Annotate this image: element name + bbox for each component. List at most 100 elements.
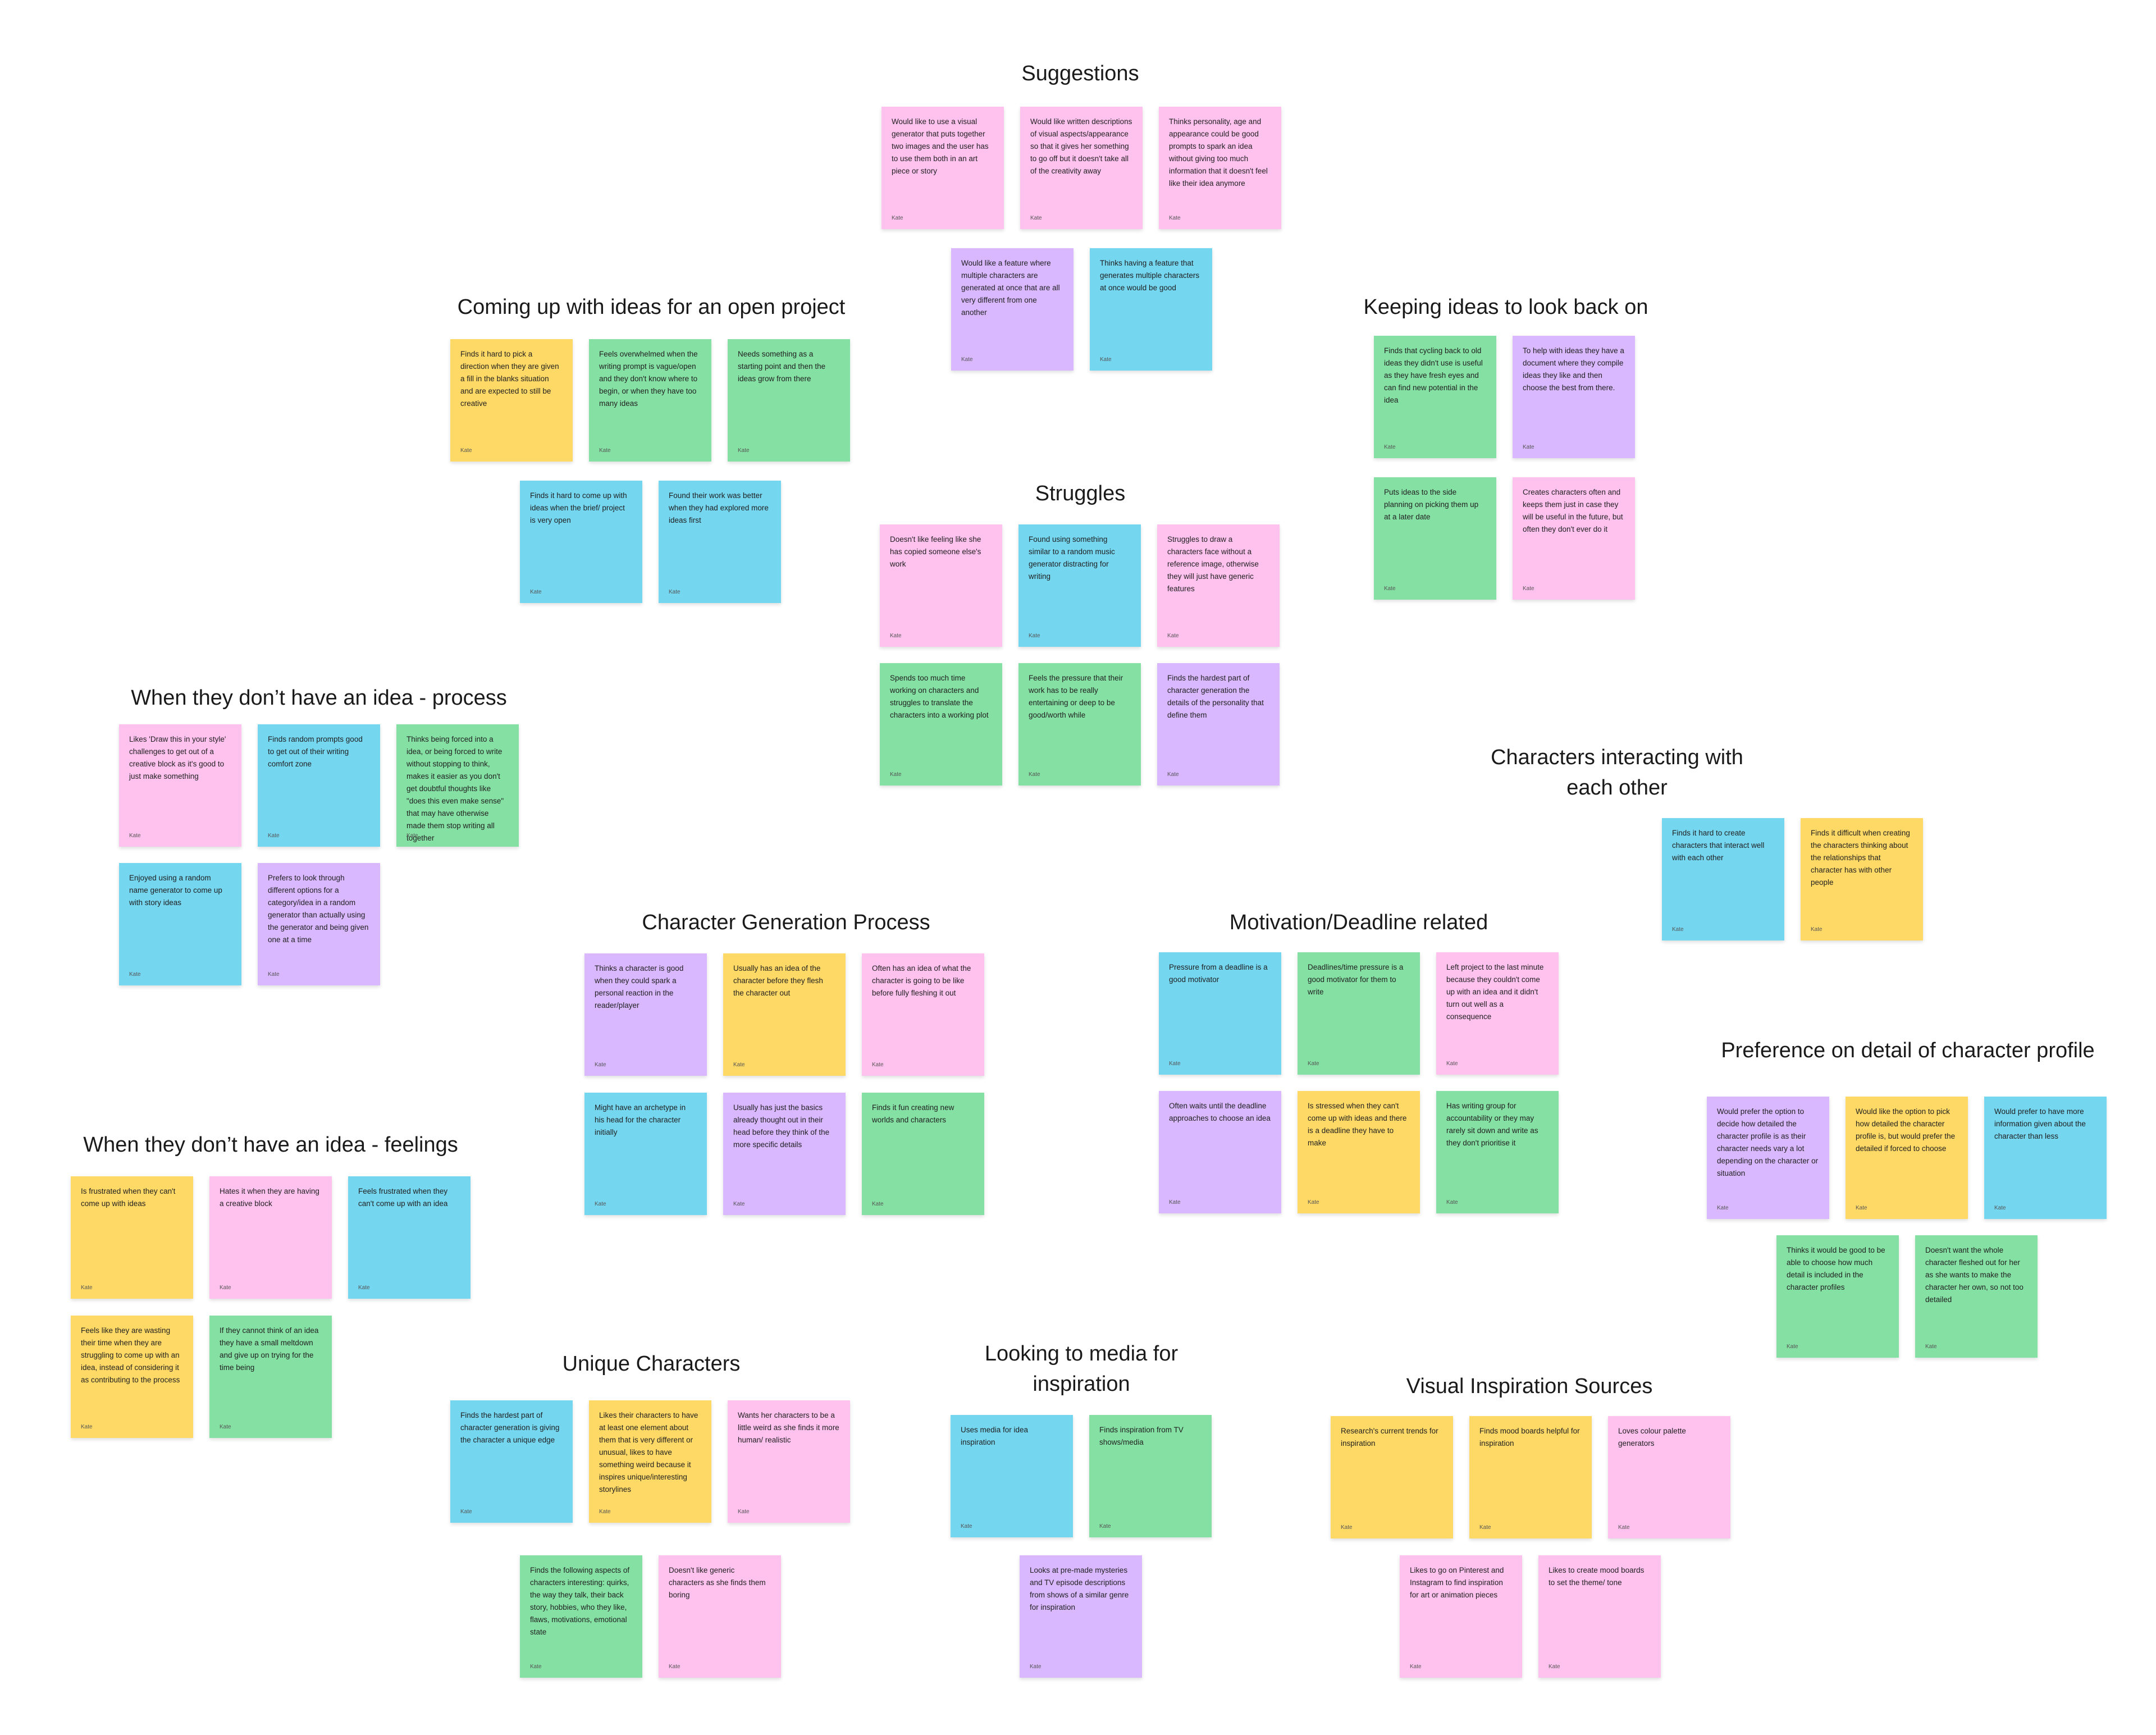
- sticky-note-text: Feels overwhelmed when the writing promp…: [599, 350, 698, 408]
- sticky-note[interactable]: Finds it hard to pick a direction when t…: [450, 339, 573, 462]
- sticky-note-text: Doesn't like generic characters as she f…: [669, 1566, 766, 1599]
- sticky-note[interactable]: If they cannot think of an idea they hav…: [209, 1316, 332, 1438]
- sticky-note-author: Kate: [961, 357, 973, 363]
- sticky-note-author: Kate: [129, 833, 141, 839]
- sticky-note[interactable]: Finds the hardest part of character gene…: [1157, 663, 1280, 786]
- sticky-note[interactable]: Thinks having a feature that generates m…: [1090, 248, 1212, 371]
- sticky-note[interactable]: Finds random prompts good to get out of …: [258, 724, 380, 847]
- sticky-note[interactable]: Research's current trends for inspiratio…: [1331, 1416, 1453, 1538]
- sticky-note[interactable]: Creates characters often and keeps them …: [1513, 477, 1635, 600]
- sticky-note[interactable]: Likes to create mood boards to set the t…: [1538, 1555, 1661, 1678]
- group-title-unique-characters: Unique Characters: [562, 1352, 741, 1376]
- sticky-note[interactable]: Feels overwhelmed when the writing promp…: [589, 339, 711, 462]
- group-title-characters-interacting-with-each-other: Characters interacting with each other: [1491, 746, 1743, 800]
- sticky-note-text: Left project to the last minute because …: [1446, 963, 1544, 1021]
- sticky-note-author: Kate: [1030, 1664, 1042, 1670]
- sticky-note[interactable]: Feels like they are wasting their time w…: [71, 1316, 193, 1438]
- sticky-note[interactable]: Struggles to draw a characters face with…: [1157, 524, 1280, 647]
- sticky-note[interactable]: Looks at pre-made mysteries and TV episo…: [1020, 1555, 1142, 1678]
- sticky-note[interactable]: Found using something similar to a rando…: [1018, 524, 1141, 647]
- sticky-note-text: Finds it hard to create characters that …: [1672, 829, 1765, 862]
- sticky-note[interactable]: Finds mood boards helpful for inspiratio…: [1469, 1416, 1592, 1538]
- sticky-note[interactable]: Would like written descriptions of visua…: [1020, 107, 1143, 229]
- sticky-note[interactable]: Likes to go on Pinterest and Instagram t…: [1400, 1555, 1522, 1678]
- sticky-note[interactable]: Finds it hard to come up with ideas when…: [520, 481, 642, 603]
- sticky-note-text: Finds that cycling back to old ideas the…: [1384, 346, 1483, 404]
- sticky-note[interactable]: Deadlines/time pressure is a good motiva…: [1298, 952, 1420, 1075]
- sticky-note-author: Kate: [1384, 444, 1396, 450]
- sticky-note[interactable]: Would like to use a visual generator tha…: [881, 107, 1004, 229]
- sticky-note[interactable]: Feels frustrated when they can't come up…: [348, 1176, 471, 1299]
- sticky-note[interactable]: Would prefer the option to decide how de…: [1707, 1097, 1829, 1219]
- sticky-note[interactable]: Pressure from a deadline is a good motiv…: [1159, 952, 1281, 1075]
- group-title-looking-to-media-for-inspiration: Looking to media for inspiration: [984, 1342, 1179, 1396]
- sticky-note-text: Would prefer to have more information gi…: [1994, 1107, 2086, 1140]
- sticky-note-author: Kate: [460, 448, 472, 454]
- sticky-note[interactable]: Enjoyed using a random name generator to…: [119, 863, 241, 985]
- sticky-note[interactable]: Finds it fun creating new worlds and cha…: [862, 1093, 984, 1215]
- sticky-note-text: Finds it hard to pick a direction when t…: [460, 350, 559, 408]
- sticky-note[interactable]: Thinks being forced into a idea, or bein…: [396, 724, 519, 847]
- sticky-note-author: Kate: [1167, 771, 1179, 778]
- sticky-note[interactable]: Thinks it would be good to be able to ch…: [1776, 1235, 1899, 1358]
- sticky-note[interactable]: Found their work was better when they ha…: [659, 481, 781, 603]
- sticky-note-author: Kate: [595, 1201, 606, 1207]
- sticky-note[interactable]: Wants her characters to be a little weir…: [728, 1400, 850, 1523]
- sticky-note[interactable]: Needs something as a starting point and …: [728, 339, 850, 462]
- group-title-character-generation-process: Character Generation Process: [642, 911, 930, 934]
- sticky-note-text: Needs something as a starting point and …: [738, 350, 826, 383]
- sticky-note[interactable]: To help with ideas they have a document …: [1513, 336, 1635, 458]
- sticky-note-text: Wants her characters to be a little weir…: [738, 1411, 839, 1444]
- sticky-note[interactable]: Thinks personality, age and appearance c…: [1159, 107, 1281, 229]
- sticky-note[interactable]: Is stressed when they can't come up with…: [1298, 1091, 1420, 1213]
- sticky-note[interactable]: Finds it difficult when creating the cha…: [1801, 818, 1923, 940]
- sticky-note-author: Kate: [268, 971, 280, 978]
- sticky-note[interactable]: Doesn't like generic characters as she f…: [659, 1555, 781, 1678]
- sticky-note[interactable]: Has writing group for accountability or …: [1436, 1091, 1559, 1213]
- sticky-note[interactable]: Puts ideas to the side planning on picki…: [1374, 477, 1496, 600]
- sticky-note[interactable]: Finds it hard to create characters that …: [1662, 818, 1784, 940]
- sticky-note-author: Kate: [1029, 633, 1040, 639]
- sticky-note[interactable]: Hates it when they are having a creative…: [209, 1176, 332, 1299]
- sticky-note-author: Kate: [129, 971, 141, 978]
- sticky-note-text: Likes their characters to have at least …: [599, 1411, 698, 1494]
- sticky-note[interactable]: Prefers to look through different option…: [258, 863, 380, 985]
- sticky-note[interactable]: Feels the pressure that their work has t…: [1018, 663, 1141, 786]
- sticky-note-text: Thinks personality, age and appearance c…: [1169, 117, 1268, 188]
- sticky-note-author: Kate: [1672, 926, 1684, 933]
- sticky-note[interactable]: Finds the following aspects of character…: [520, 1555, 642, 1678]
- sticky-note-text: Is frustrated when they can't come up wi…: [81, 1187, 176, 1208]
- sticky-note[interactable]: Often waits until the deadline approache…: [1159, 1091, 1281, 1213]
- sticky-note-text: Finds it hard to come up with ideas when…: [530, 491, 627, 524]
- sticky-note[interactable]: Likes their characters to have at least …: [589, 1400, 711, 1523]
- sticky-note[interactable]: Might have an archetype in his head for …: [584, 1093, 707, 1215]
- sticky-note[interactable]: Likes 'Draw this in your style' challeng…: [119, 724, 241, 847]
- sticky-note-author: Kate: [733, 1062, 745, 1068]
- sticky-note[interactable]: Would like the option to pick how detail…: [1846, 1097, 1968, 1219]
- sticky-note-author: Kate: [530, 589, 542, 595]
- sticky-note[interactable]: Left project to the last minute because …: [1436, 952, 1559, 1075]
- sticky-note[interactable]: Spends too much time working on characte…: [880, 663, 1002, 786]
- sticky-note-author: Kate: [1169, 1061, 1181, 1067]
- group-title-when-they-don-t-have-an-idea-process: When they don’t have an idea - process: [131, 686, 507, 710]
- sticky-note[interactable]: Thinks a character is good when they cou…: [584, 953, 707, 1076]
- sticky-note-author: Kate: [892, 215, 903, 221]
- sticky-note[interactable]: Doesn't like feeling like she has copied…: [880, 524, 1002, 647]
- sticky-note-author: Kate: [1523, 586, 1534, 592]
- sticky-note[interactable]: Usually has an idea of the character bef…: [723, 953, 846, 1076]
- sticky-note-author: Kate: [1410, 1664, 1422, 1670]
- sticky-note[interactable]: Finds the hardest part of character gene…: [450, 1400, 573, 1523]
- sticky-note-text: Spends too much time working on characte…: [890, 674, 989, 719]
- sticky-note[interactable]: Is frustrated when they can't come up wi…: [71, 1176, 193, 1299]
- sticky-note[interactable]: Would like a feature where multiple char…: [951, 248, 1074, 371]
- sticky-note[interactable]: Often has an idea of what the character …: [862, 953, 984, 1076]
- sticky-note[interactable]: Would prefer to have more information gi…: [1984, 1097, 2107, 1219]
- sticky-note[interactable]: Usually has just the basics already thou…: [723, 1093, 846, 1215]
- sticky-note[interactable]: Doesn't want the whole character fleshed…: [1915, 1235, 2038, 1358]
- sticky-note[interactable]: Finds that cycling back to old ideas the…: [1374, 336, 1496, 458]
- group-title-suggestions: Suggestions: [1021, 62, 1139, 85]
- sticky-note-author: Kate: [1029, 771, 1040, 778]
